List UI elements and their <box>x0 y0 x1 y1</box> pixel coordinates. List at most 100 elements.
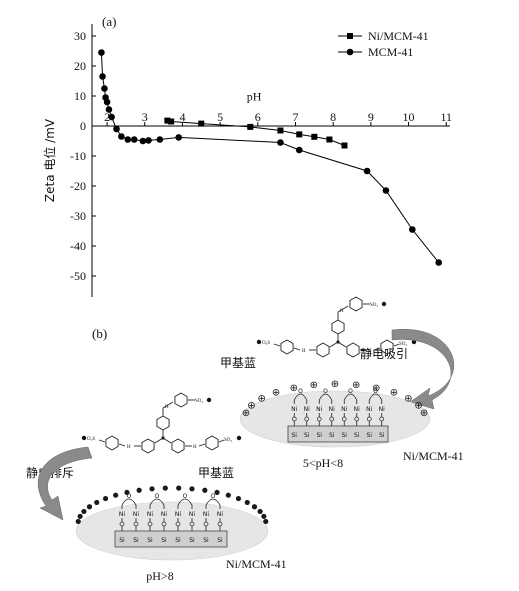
series-line-1 <box>100 52 440 263</box>
data-point-circle <box>363 167 371 175</box>
panel-label-b: (b) <box>92 326 107 341</box>
negative-charge-dot <box>86 504 93 510</box>
silicon-label: Si <box>379 432 385 439</box>
silicon-label: Si <box>133 537 139 544</box>
negative-charge-dot <box>251 504 258 510</box>
oxygen-label: O <box>298 388 303 395</box>
data-point-square <box>247 123 254 130</box>
positive-charge: ⊕ <box>420 408 428 419</box>
oxygen-label: O <box>127 493 132 500</box>
bridge-bond <box>121 498 137 506</box>
bond <box>154 437 164 444</box>
y-tick-label: 10 <box>74 89 86 103</box>
bridge-bond <box>205 498 221 506</box>
amine-label: H <box>165 405 169 410</box>
positive-charge: ⊕ <box>272 387 280 398</box>
benzene-ring <box>141 438 155 454</box>
data-point-circle <box>108 113 115 121</box>
nickel-label: Ni <box>329 406 335 413</box>
anion-charge <box>381 301 387 307</box>
data-point-square <box>277 127 284 134</box>
x-tick-label: 4 <box>179 110 185 124</box>
bond <box>162 401 174 409</box>
y-tick-label: -50 <box>70 269 86 283</box>
positive-charge: ⊕ <box>310 380 318 391</box>
nickel-label: Ni <box>379 406 385 413</box>
nickel-label: Ni <box>161 511 167 518</box>
positive-charge: ⊕ <box>290 383 298 394</box>
silicon-label: Si <box>354 432 360 439</box>
negative-charge-dot <box>225 492 231 498</box>
y-tick-label: -20 <box>70 179 86 193</box>
data-point-circle <box>103 98 111 106</box>
nickel-label: Ni <box>175 511 181 518</box>
bond <box>98 439 106 443</box>
data-point-square <box>164 117 171 124</box>
sulfonate-label: SO₃ <box>370 303 378 308</box>
data-point-square <box>341 142 348 149</box>
data-point-circle <box>382 187 390 194</box>
bond <box>273 343 281 347</box>
amine-label: H <box>193 445 197 450</box>
nickel-label: Ni <box>366 406 372 413</box>
x-tick-label: 11 <box>440 110 452 124</box>
bridge-bond <box>368 393 383 401</box>
nickel-label: Ni <box>291 406 297 413</box>
x-tick-label: 2 <box>104 110 110 124</box>
bond <box>337 305 349 313</box>
data-point-circle <box>118 133 125 140</box>
positive-charge: ⊕ <box>404 393 412 404</box>
positive-charge: ⊕ <box>352 380 360 391</box>
negative-charge-dot <box>263 518 269 525</box>
silicon-label: Si <box>367 432 373 439</box>
bond <box>198 443 206 447</box>
data-point-circle <box>98 49 105 56</box>
silicon-label: Si <box>189 537 195 544</box>
y-axis-title: Zeta 电位 /mV <box>42 118 57 202</box>
silicon-label: Si <box>147 537 153 544</box>
molecule-label-top: 甲基蓝 <box>220 356 256 370</box>
silicon-label: Si <box>203 537 209 544</box>
negative-charge-dot <box>176 485 182 491</box>
bridge-bond <box>177 498 193 506</box>
benzene-ring <box>346 342 360 358</box>
data-point-circle <box>101 85 108 92</box>
range-label-bottom: pH>8 <box>146 569 173 583</box>
silicon-label: Si <box>317 432 323 439</box>
benzene-ring <box>105 435 119 451</box>
adsorption-mechanism-diagram: (b)HSO₃HO₃SHSO₃甲基蓝静电吸引SiNiSiNiSiNiSiNiSi… <box>26 296 464 583</box>
data-point-circle <box>124 136 132 143</box>
oxygen-label: O <box>348 388 353 395</box>
x-tick-label: 10 <box>403 110 415 124</box>
data-point-circle <box>295 146 303 154</box>
negative-charge-dot <box>94 499 100 506</box>
negative-charge-dot <box>75 518 81 525</box>
data-point-square <box>296 131 303 138</box>
nickel-label: Ni <box>133 511 139 518</box>
data-point-circle <box>113 125 120 133</box>
bond <box>337 341 347 348</box>
y-tick-label: -40 <box>70 239 86 253</box>
amine-label: H <box>127 445 131 450</box>
silicon-label: Si <box>329 432 335 439</box>
negative-charge-dot <box>162 485 168 491</box>
positive-charge: ⊕ <box>414 400 422 411</box>
silicon-label: Si <box>217 537 223 544</box>
bridge-bond <box>293 393 308 401</box>
nickel-label: Ni <box>304 406 310 413</box>
data-point-square <box>168 118 175 125</box>
bond <box>373 347 381 351</box>
support-base <box>114 530 228 548</box>
support-label-bottom: Ni/MCM-41 <box>226 557 287 571</box>
y-tick-label: 0 <box>80 119 86 133</box>
x-axis-title: pH <box>247 90 262 104</box>
positive-charge: ⊕ <box>331 379 339 390</box>
legend-label: Ni/MCM-41 <box>368 29 429 43</box>
data-point-circle <box>99 73 106 80</box>
x-tick-label: 3 <box>142 110 148 124</box>
negative-charge-dot <box>214 489 220 496</box>
nickel-label: Ni <box>354 406 360 413</box>
negative-charge-dot <box>261 513 267 519</box>
anion-charge <box>206 397 212 403</box>
